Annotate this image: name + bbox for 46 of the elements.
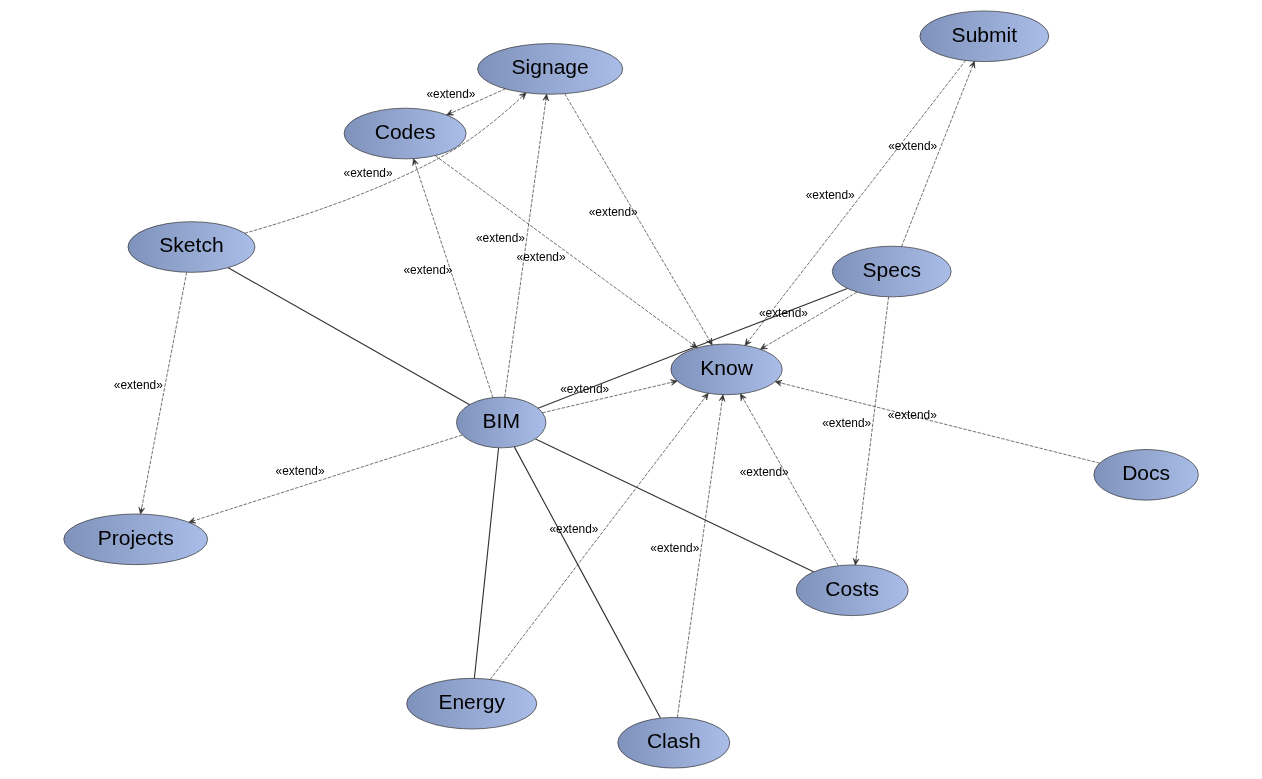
node-ellipse: Submit: [919, 10, 1050, 62]
arrow: [901, 61, 976, 247]
edge-label: «extend»: [822, 416, 872, 431]
edge-label: «extend»: [739, 465, 789, 480]
node-ellipse: Docs: [1093, 449, 1199, 501]
arrow: [740, 393, 839, 566]
edge-label: «extend»: [887, 407, 937, 422]
node-ellipse: Specs: [831, 245, 952, 298]
edge-label: «extend»: [475, 230, 525, 245]
connector: [513, 446, 661, 719]
arrow: [244, 92, 527, 234]
node-ellipse: Energy: [406, 678, 538, 730]
edge-label: «extend»: [343, 165, 393, 180]
node-ellipse: Costs: [795, 564, 909, 616]
edge-label: «extend»: [516, 250, 566, 265]
arrow: [412, 158, 494, 398]
arrow: [542, 379, 678, 414]
arrow: [489, 393, 709, 680]
edge-label: «extend»: [805, 188, 855, 203]
arrow: [774, 380, 1101, 464]
connector: [473, 447, 500, 679]
node-ellipse: Clash: [617, 717, 731, 769]
node-ellipse: Projects: [63, 513, 208, 565]
arrow: [138, 272, 187, 515]
node-ellipse: BIM: [456, 396, 547, 449]
node-ellipse: Signage: [477, 43, 624, 95]
edge-label: «extend»: [426, 87, 476, 102]
edge-label: «extend»: [275, 463, 325, 478]
arrow: [446, 88, 506, 116]
node-ellipse: Sketch: [127, 221, 256, 273]
arrow: [677, 394, 726, 718]
arrow: [852, 296, 889, 566]
arrow: [435, 155, 698, 349]
arrow: [744, 60, 966, 346]
edge-label: «extend»: [650, 541, 700, 556]
connector: [537, 287, 848, 409]
arrow: [504, 94, 549, 398]
edge-label: «extend»: [403, 263, 453, 278]
connector: [534, 438, 815, 573]
edge-label: «extend»: [888, 139, 938, 154]
edge-label: «extend»: [113, 378, 163, 393]
connector: [227, 267, 471, 406]
edge-label: «extend»: [588, 204, 638, 219]
arrow: [188, 434, 463, 524]
arrow: [564, 93, 713, 346]
arrow: [760, 291, 858, 350]
